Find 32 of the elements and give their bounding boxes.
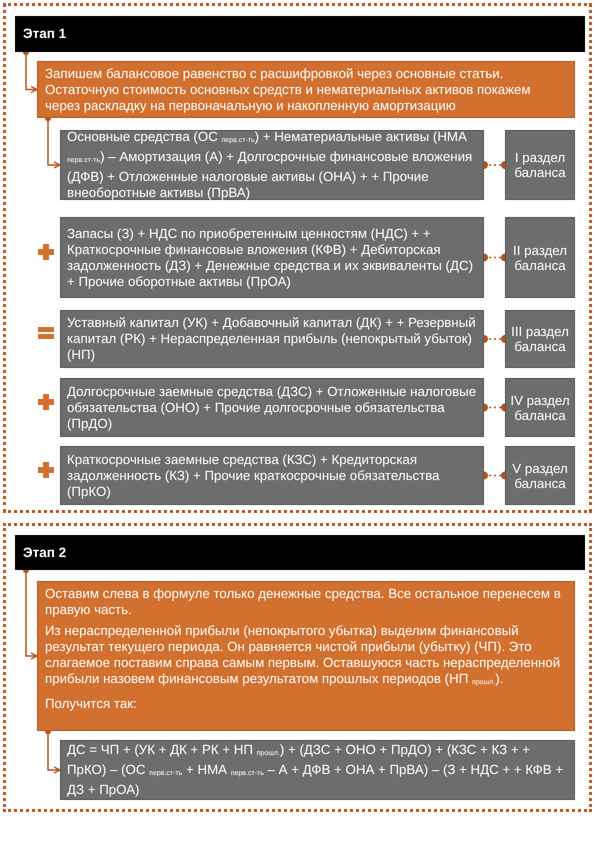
node-text: Запасы (З) + НДС по приобретенным ценностям (НДС) + + Краткосрочные финансовые вложения (КФВ) + Дебиторская задолженность (ДЗ) + Денежные средства и их эквиваленты (ДС) + Прочие оборотные активы (ПрОА) — [67, 226, 474, 290]
section-box — [505, 130, 575, 200]
formula-box — [60, 310, 484, 368]
formula-box — [60, 446, 484, 505]
node-text: Основные средства (ОС $_{перв.ст-ть}$) + Нематериальные активы (НМА $_{перв.ст-ть}$) – Амортизация (А) + Долгосрочные финансовые вложения (ДФВ) + Отложенные налоговые активы (ОНА) + + Прочие внеоборотные активы (ПрВА) — [67, 129, 474, 201]
formula-box — [60, 378, 484, 437]
node-text: III раздел баланса — [510, 324, 570, 354]
explanation-box — [37, 61, 575, 118]
node-text: Долгосрочные заемные средства (ДЗС) + Отложенные налоговые обязательства (ОНО) + Прочие долгосрочные обязательства (ПрДО) — [67, 384, 477, 432]
node-text: Из нераспределенной прибыли (непокрытого убытка) выделим финансовый результат текущего периода. Он равняется чистой прибыли (убытку) (ЧП). Это слагаемое поставим справа самым первым. Оставшуюся часть нераспределенной прибыли назовем финансовым результатом прошлых периодов (НП $_{прошл.}$). — [45, 623, 562, 688]
dotted-frame — [3, 523, 592, 812]
node-text: V раздел баланса — [511, 460, 569, 490]
stage-header-bar — [15, 16, 585, 52]
section-box — [505, 446, 575, 505]
section-box — [505, 217, 575, 298]
section-box — [505, 378, 575, 437]
dotted-frame — [3, 3, 592, 513]
node-text: Этап 2 — [23, 545, 68, 560]
node-text: I раздел баланса — [513, 150, 567, 180]
node-text: Уставный капитал (УК) + Добавочный капитал (ДК) + + Резервный капитал (РК) + Нераспределенная прибыль (непокрытый убыток) (НП) — [67, 315, 477, 363]
node-text: IV раздел баланса — [509, 392, 571, 422]
section-box — [505, 310, 575, 368]
node-text: Краткосрочные заемные средства (КЗС) + Кредиторская задолженность (КЗ) + Прочие краткосрочные обязательства (ПрКО) — [67, 452, 441, 500]
node-text: Запишем балансовое равенство с расшифровкой через основные статьи. Остаточную стоимость основных средств и нематериальных активов покажем через раскладку на первоначальную и накопленную амортизацию — [45, 66, 532, 114]
stage-header-bar — [15, 535, 585, 570]
explanation-box — [37, 581, 575, 731]
node-text: II раздел баланса — [512, 242, 568, 272]
node-text: Этап 1 — [23, 26, 68, 41]
node-text: Получится так: — [45, 696, 138, 712]
node-text: Оставим слева в формуле только денежные средства. Все остальное перенесем в правую часть. — [45, 586, 562, 618]
node-text: ДС = ЧП + (УК + ДК + РК + НП $_{прошл.}$) + (ДЗС + ОНО + ПрДО) + (КЗС + КЗ + + ПрКО) – (ОС $_{перв.ст-ть}$ + НМА $_{перв.ст-ть}$ – А + ДФВ + ОНА + ПрВА) – (З + НДС + + КФВ + ДЗ + ПрОА) — [67, 742, 564, 798]
formula-box — [60, 217, 484, 298]
